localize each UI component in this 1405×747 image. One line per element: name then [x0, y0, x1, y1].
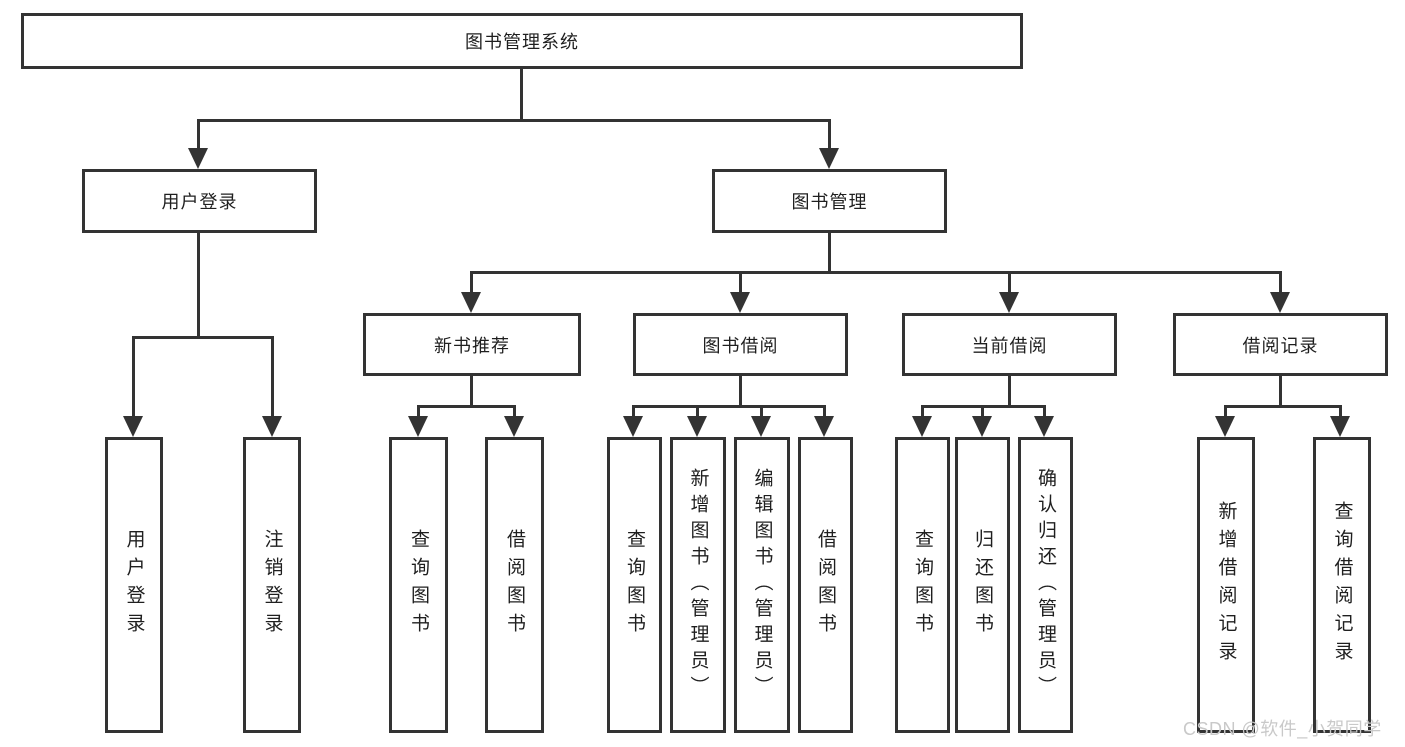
connector-line [513, 405, 516, 418]
arrowhead-icon [819, 148, 839, 169]
connector-line [828, 233, 831, 273]
leaf-label: 借阅图书 [504, 529, 525, 641]
arrowhead-icon [730, 292, 750, 313]
connector-line [696, 405, 699, 418]
node-borrow-record: 借阅记录 [1173, 313, 1388, 376]
connector-line [470, 376, 473, 408]
node-new-book-recommend: 新书推荐 [363, 313, 581, 376]
leaf-borrow-edit-book-admin: 编辑图书（管理员） [734, 437, 790, 733]
leaf-user-login: 用户登录 [105, 437, 163, 733]
leaf-record-add: 新增借阅记录 [1197, 437, 1255, 733]
arrowhead-icon [814, 416, 834, 437]
leaf-label: 确认归还（管理员） [1035, 468, 1056, 702]
node-current-borrow: 当前借阅 [902, 313, 1117, 376]
connector-line [1008, 271, 1011, 293]
arrowhead-icon [188, 148, 208, 169]
connector-line [1339, 405, 1342, 418]
connector-line [632, 405, 635, 418]
leaf-label: 查询图书 [912, 529, 933, 641]
arrowhead-icon [408, 416, 428, 437]
connector-line [632, 405, 826, 408]
connector-line [197, 119, 200, 150]
arrowhead-icon [123, 416, 143, 437]
connector-line [132, 336, 135, 417]
connector-line [1224, 405, 1342, 408]
leaf-borrow-borrow-book: 借阅图书 [798, 437, 853, 733]
connector-line [417, 405, 420, 418]
connector-line [1279, 376, 1282, 408]
node-user-login: 用户登录 [82, 169, 317, 233]
leaf-label: 编辑图书（管理员） [751, 468, 773, 702]
connector-line [1279, 271, 1282, 293]
arrowhead-icon [262, 416, 282, 437]
connector-line [739, 271, 742, 293]
connector-line [197, 119, 831, 122]
leaf-label: 归还图书 [972, 529, 993, 641]
leaf-label: 新增图书（管理员） [687, 468, 709, 702]
arrowhead-icon [972, 416, 992, 437]
arrowhead-icon [461, 292, 481, 313]
connector-line [823, 405, 826, 418]
leaf-record-query: 查询借阅记录 [1313, 437, 1371, 733]
node-book-borrow: 图书借阅 [633, 313, 848, 376]
arrowhead-icon [1330, 416, 1350, 437]
arrowhead-icon [912, 416, 932, 437]
leaf-borrow-query-book: 查询图书 [607, 437, 662, 733]
node-book-management: 图书管理 [712, 169, 947, 233]
leaf-label: 查询图书 [624, 529, 645, 641]
leaf-label: 用户登录 [123, 529, 145, 641]
leaf-label: 查询借阅记录 [1331, 501, 1353, 669]
arrowhead-icon [504, 416, 524, 437]
connector-line [981, 405, 984, 418]
leaf-current-query-book: 查询图书 [895, 437, 950, 733]
connector-line [417, 405, 516, 408]
leaf-current-confirm-return-admin: 确认归还（管理员） [1018, 437, 1073, 733]
leaf-new-borrow-book: 借阅图书 [485, 437, 544, 733]
arrowhead-icon [623, 416, 643, 437]
connector-line [921, 405, 924, 418]
arrowhead-icon [999, 292, 1019, 313]
connector-line [760, 405, 763, 418]
leaf-logout: 注销登录 [243, 437, 301, 733]
arrowhead-icon [751, 416, 771, 437]
leaf-new-query-book: 查询图书 [389, 437, 448, 733]
connector-line [132, 336, 274, 339]
leaf-label: 注销登录 [261, 529, 283, 641]
connector-line [1043, 405, 1046, 418]
arrowhead-icon [1034, 416, 1054, 437]
connector-line [1008, 376, 1011, 408]
connector-line [470, 271, 1282, 274]
leaf-borrow-add-book-admin: 新增图书（管理员） [670, 437, 726, 733]
node-root: 图书管理系统 [21, 13, 1023, 69]
connector-line [197, 233, 200, 337]
connector-line [828, 119, 831, 150]
connector-line [1224, 405, 1227, 418]
leaf-label: 借阅图书 [815, 529, 836, 641]
connector-line [470, 271, 473, 293]
arrowhead-icon [687, 416, 707, 437]
leaf-label: 新增借阅记录 [1215, 501, 1237, 669]
leaf-current-return-book: 归还图书 [955, 437, 1010, 733]
connector-line [520, 68, 523, 120]
leaf-label: 查询图书 [408, 529, 429, 641]
connector-line [271, 336, 274, 417]
connector-line [739, 376, 742, 408]
arrowhead-icon [1270, 292, 1290, 313]
arrowhead-icon [1215, 416, 1235, 437]
watermark: CSDN @软件_小贺同学 [1183, 719, 1382, 739]
